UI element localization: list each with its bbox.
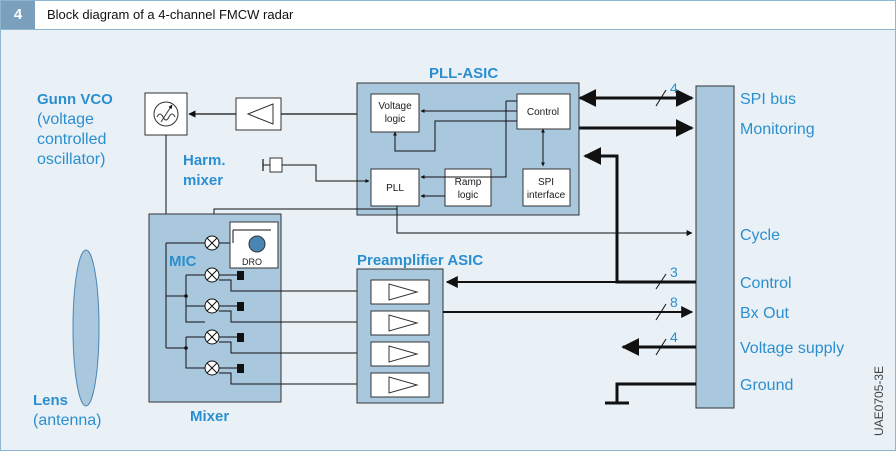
gunn-vco-line2: controlled [37, 131, 106, 148]
signal-ground: Ground [740, 377, 793, 394]
lens-label: Lens [33, 392, 68, 409]
preamp-stages [370, 279, 430, 398]
bx-bus-width: 8 [670, 294, 678, 310]
bus-bx-slash [655, 303, 667, 321]
wire-rx-a [185, 275, 205, 323]
mixer-cross-4 [206, 362, 218, 374]
gunn-vco-line1: (voltage [37, 111, 94, 128]
wire-control-pll [420, 101, 507, 179]
tuning-arrow [160, 104, 173, 123]
lens-sub-label: (antenna) [33, 412, 102, 429]
spi-interface-line2: interface [527, 190, 566, 201]
dro-label: DRO [242, 257, 262, 267]
ramp-logic-line1: Ramp [455, 177, 482, 188]
if-wire-3 [219, 341, 364, 354]
mixer-cross-lo [206, 237, 218, 249]
preamp-icon-3 [388, 345, 419, 363]
if-term-2 [237, 302, 244, 311]
signal-monitoring: Monitoring [740, 121, 815, 138]
connector-bar [695, 85, 735, 409]
voltage-logic-line2: logic [385, 114, 406, 125]
lens-shape [72, 249, 100, 407]
harm-mixer-line2: mixer [183, 172, 223, 189]
preamp-stage-2 [370, 310, 430, 336]
pll-block-label: PLL [386, 183, 404, 194]
figure-number: 4 [1, 1, 35, 29]
signal-voltage-supply: Voltage supply [740, 340, 844, 357]
harm-mixer-line1: Harm. [183, 152, 226, 169]
mic-label: MIC [169, 253, 197, 270]
bus-ground [615, 382, 696, 403]
harm-mixer-diode [269, 157, 283, 173]
mixer-cross-3 [206, 331, 218, 343]
if-term-3 [237, 333, 244, 342]
control-bus-width: 3 [670, 264, 678, 280]
control-block [516, 93, 571, 130]
signal-cycle: Cycle [740, 227, 780, 244]
junction-dot-1 [184, 294, 188, 298]
oscillator-icon [153, 101, 179, 127]
figure-header: 4 Block diagram of a 4-channel FMCW rada… [1, 1, 895, 30]
buffer-amp-icon [246, 103, 274, 125]
spi-interface-block [522, 168, 571, 207]
bus-control-to-pll [583, 147, 696, 284]
voltage-logic-line1: Voltage [378, 101, 412, 112]
signal-control: Control [740, 275, 792, 292]
supply-bus-width: 4 [670, 329, 678, 345]
figure-code: UAE0705-3E [872, 366, 886, 436]
preamp-icon-2 [388, 314, 419, 332]
gunn-vco-title: Gunn VCO [37, 91, 113, 108]
pll-asic-title: PLL-ASIC [429, 65, 498, 82]
bus-control-slash [655, 273, 667, 290]
if-term-4 [237, 364, 244, 373]
preamp-stage-3 [370, 341, 430, 367]
dro-resonator-icon [248, 235, 266, 253]
figure-title: Block diagram of a 4-channel FMCW radar [47, 7, 294, 22]
preamp-asic-title: Preamplifier ASIC [357, 252, 483, 269]
ramp-logic-line2: logic [458, 190, 479, 201]
wire-harm-pll [282, 164, 370, 183]
bus-spi-slash [655, 89, 667, 107]
if-term-1 [237, 271, 244, 280]
ramp-logic-block [444, 168, 492, 207]
control-block-label: Control [527, 107, 559, 118]
mixer-label: Mixer [190, 408, 229, 425]
preamp-stage-1 [370, 279, 430, 305]
if-wire-2 [219, 310, 364, 323]
pll-block [370, 168, 420, 207]
preamp-icon-1 [388, 283, 419, 301]
voltage-logic-block [370, 93, 420, 133]
bus-supply-slash [655, 338, 667, 356]
buffer-amp-block [235, 97, 282, 131]
mixer-cross-2 [206, 300, 218, 312]
wire-voltage-pll [393, 120, 517, 152]
preamp-stage-4 [370, 372, 430, 398]
mixer-cross-1 [206, 269, 218, 281]
preamp-icon-4 [388, 376, 419, 394]
sine-wave-icon [156, 113, 176, 121]
spi-bus-width: 4 [670, 80, 678, 96]
if-wire-4 [219, 372, 364, 385]
if-wire-1 [219, 279, 364, 292]
wire-cycle [396, 206, 693, 236]
signal-spi-bus: SPI bus [740, 91, 796, 108]
if-outputs [219, 271, 364, 385]
junction-dot-2 [184, 346, 188, 350]
gunn-vco-line3: oscillator) [37, 151, 105, 168]
spi-interface-line1: SPI [538, 177, 554, 188]
signal-bx-out: Bx Out [740, 305, 789, 322]
